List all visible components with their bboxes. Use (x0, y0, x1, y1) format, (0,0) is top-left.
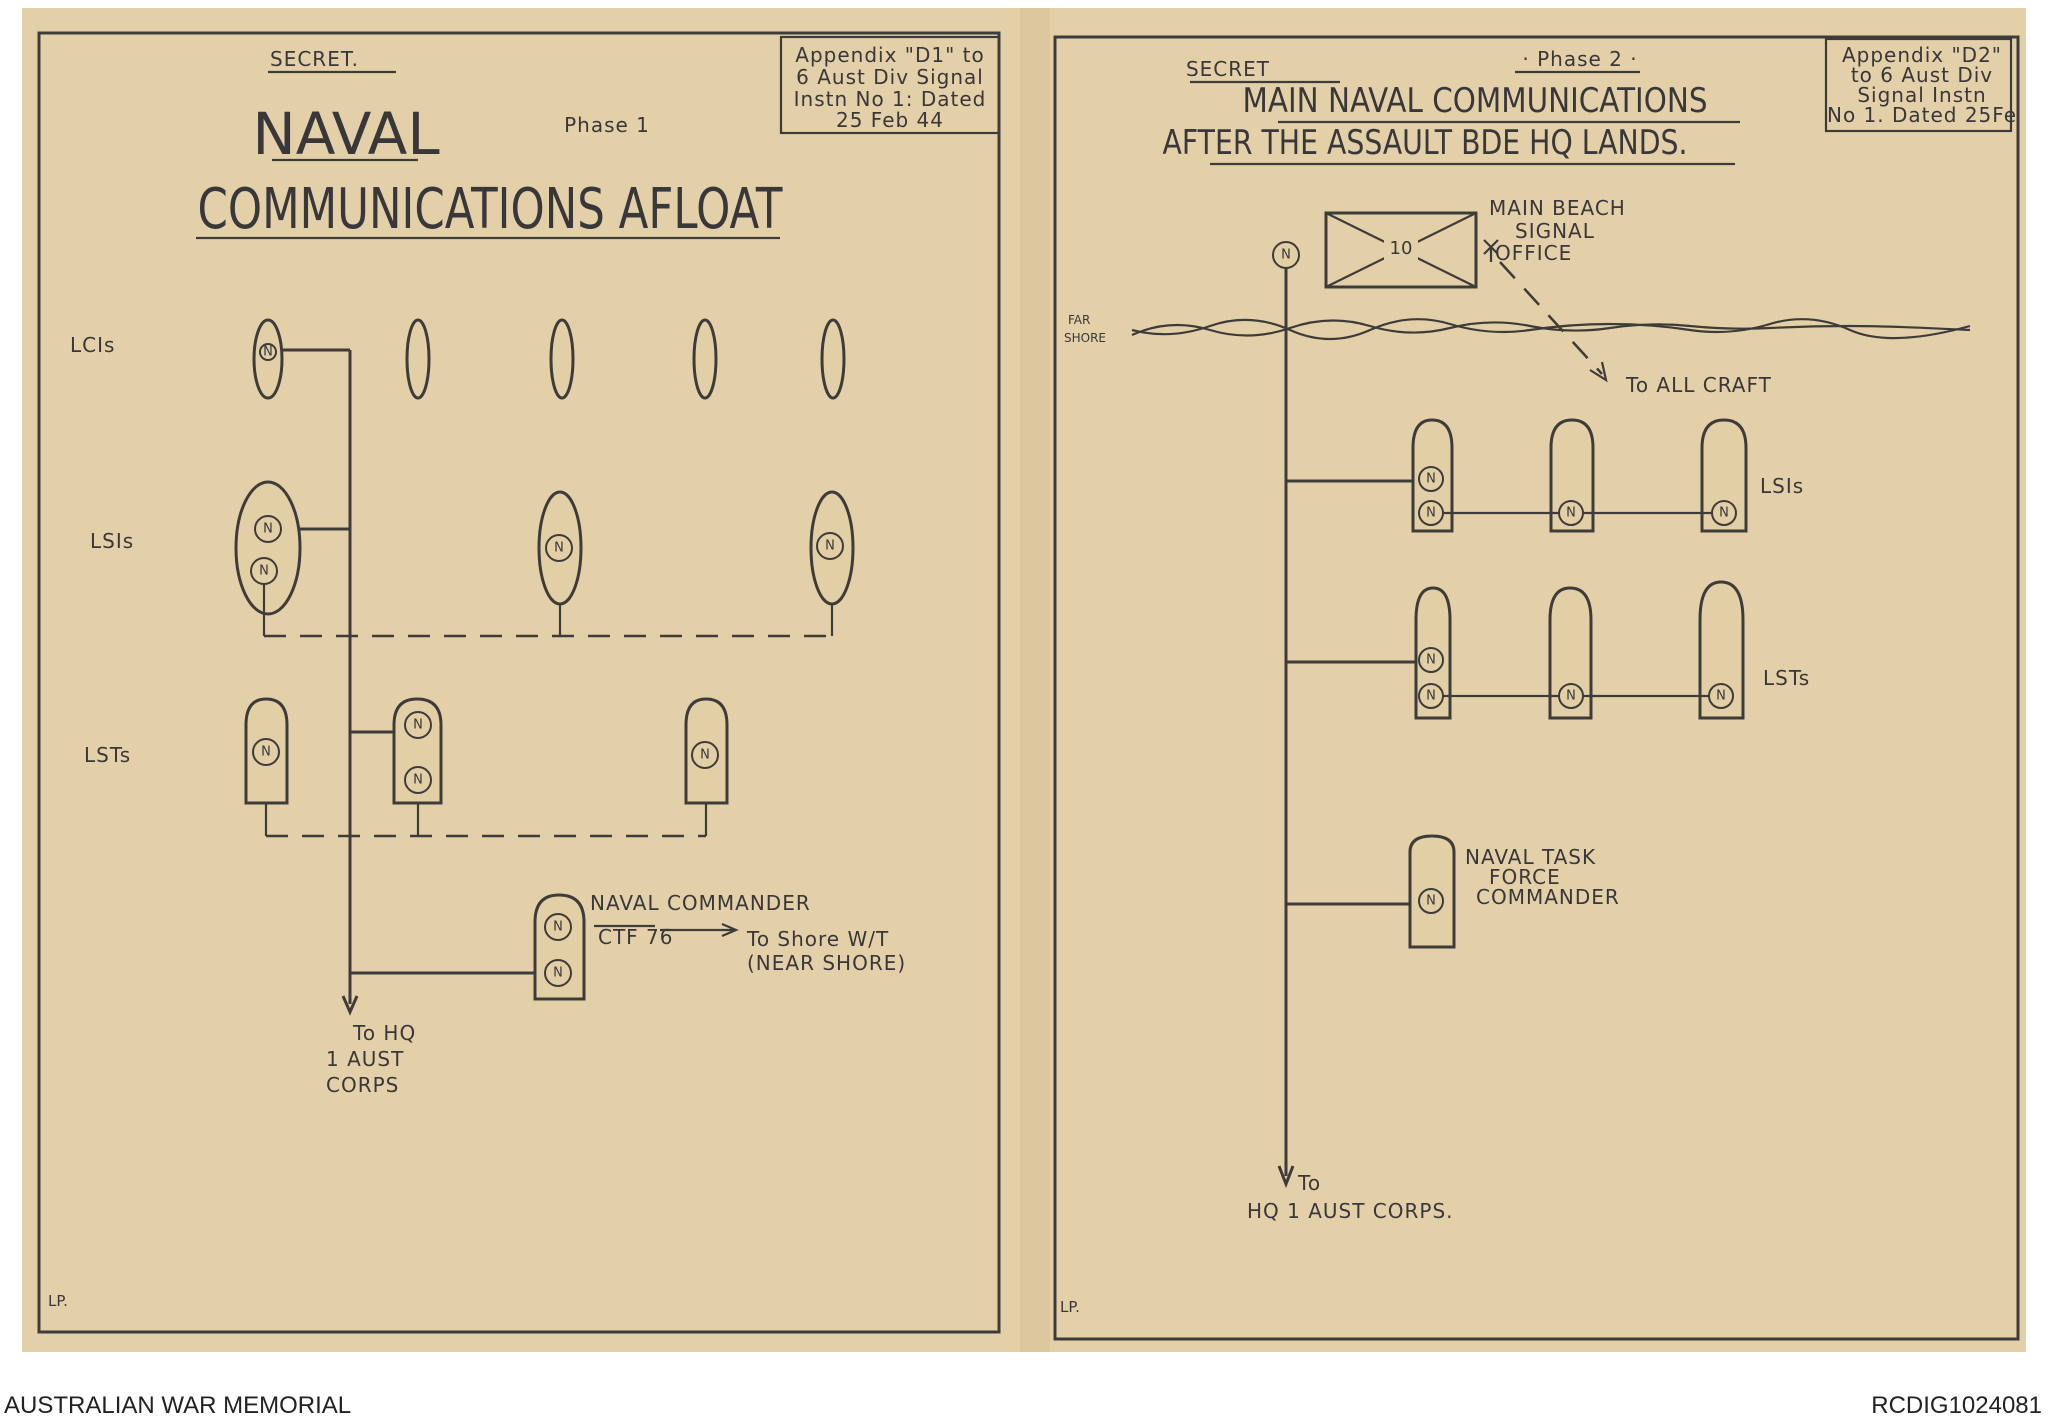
lci-craft (820, 318, 846, 400)
node-n: N (700, 748, 710, 763)
appendix-line: Signal Instn (1857, 83, 1986, 107)
node-n: N (554, 541, 564, 556)
node-n: N (259, 564, 269, 579)
office-label: MAIN BEACH (1489, 196, 1626, 220)
node-n: N (413, 718, 423, 733)
appendix-line: Appendix "D1" to (795, 43, 984, 67)
node-n: N (553, 920, 563, 935)
initials: LP. (48, 1292, 68, 1310)
right-phase: · Phase 2 · (1522, 47, 1637, 71)
far-shore-label: FAR (1068, 313, 1090, 327)
appendix-line: Appendix "D2" (1842, 43, 2002, 67)
hq-label: 1 AUST (326, 1047, 404, 1071)
node-n: N (1426, 689, 1436, 704)
shore-sub: (NEAR SHORE) (747, 951, 906, 975)
hq-label: To (1297, 1171, 1321, 1195)
right-sheet: SECRET · Phase 2 · MAIN NAVAL COMMUNICAT… (1053, 35, 2020, 1341)
node-n: N (825, 539, 835, 554)
lci-craft (692, 318, 718, 400)
node-n: N (1716, 689, 1726, 704)
hq-label: HQ 1 AUST CORPS. (1247, 1199, 1454, 1223)
node-n: N (1426, 894, 1436, 909)
row-label-lsi: LSIs (90, 529, 134, 553)
commander-label: NAVAL COMMANDER (590, 891, 811, 915)
task-force-label: FORCE (1489, 865, 1561, 889)
node-n: N (1281, 248, 1291, 263)
row-label-lsi: LSIs (1760, 474, 1804, 498)
footer-id: RCDIG1024081 (1871, 1392, 2042, 1419)
lst-ship (1698, 580, 1745, 720)
node-n: N (263, 345, 273, 360)
left-border (37, 31, 1001, 1334)
ctf-label: CTF 76 (598, 925, 674, 949)
right-appendix-box (1824, 37, 2013, 133)
node-n: N (1566, 689, 1576, 704)
lsi-ship (1700, 418, 1748, 533)
node-n: N (263, 522, 273, 537)
task-force-label: COMMANDER (1476, 885, 1620, 909)
node-n: N (413, 773, 423, 788)
left-appendix-box (779, 35, 1001, 135)
row-label-lst: LSTs (1763, 666, 1810, 690)
appendix-line: 25 Feb 44 (836, 108, 944, 132)
node-n: N (1426, 506, 1436, 521)
hq-label: CORPS (326, 1073, 399, 1097)
far-shore-label: SHORE (1064, 331, 1106, 345)
appendix-line: Instn No 1: Dated (794, 87, 987, 111)
lci-craft (405, 318, 431, 400)
right-secret: SECRET (1186, 57, 1270, 81)
right-title-line1: MAIN NAVAL COMMUNICATIONS (1243, 81, 1708, 121)
footer-credit: AUSTRALIAN WAR MEMORIAL (4, 1392, 352, 1419)
office-label: OFFICE (1495, 241, 1572, 265)
left-sheet: SECRET. Appendix "D1" to 6 Aust Div Sign… (37, 31, 1001, 1334)
lsi-ship (1549, 418, 1595, 533)
lsi-ship (234, 480, 302, 616)
lst-ship (1548, 586, 1593, 720)
left-secret: SECRET. (270, 47, 359, 71)
signal-office-box (1324, 211, 1478, 289)
node-n: N (1719, 506, 1729, 521)
task-force-label: NAVAL TASK (1465, 845, 1596, 869)
appendix-line: to 6 Aust Div (1851, 63, 1993, 87)
paper-fold (1020, 8, 1050, 1352)
shore-label: To Shore W/T (746, 927, 889, 951)
node-n: N (553, 966, 563, 981)
appendix-line: 6 Aust Div Signal (796, 65, 984, 89)
initials: LP. (1060, 1298, 1080, 1316)
node-n: N (261, 745, 271, 760)
row-label-lst: LSTs (84, 743, 131, 767)
node-n: N (1566, 506, 1576, 521)
right-title-line2: AFTER THE ASSAULT BDE HQ LANDS. (1163, 123, 1688, 163)
left-phase: Phase 1 (564, 113, 650, 137)
row-label-lci: LCIs (70, 333, 115, 357)
left-title-line1: NAVAL (252, 100, 439, 168)
lci-craft (549, 318, 575, 400)
all-craft-label: To ALL CRAFT (1625, 373, 1772, 397)
node-n: N (1426, 653, 1436, 668)
right-border (1053, 35, 2020, 1341)
office-label: SIGNAL (1515, 219, 1595, 243)
left-title-line2: COMMUNICATIONS AFLOAT (198, 177, 784, 242)
office-number: 10 (1390, 238, 1413, 259)
antenna-icon (1483, 239, 1499, 262)
hq-label: To HQ (352, 1021, 416, 1045)
appendix-line: No 1. Dated 25Fe (1827, 103, 2017, 127)
node-n: N (1426, 472, 1436, 487)
shoreline (1131, 319, 1971, 337)
